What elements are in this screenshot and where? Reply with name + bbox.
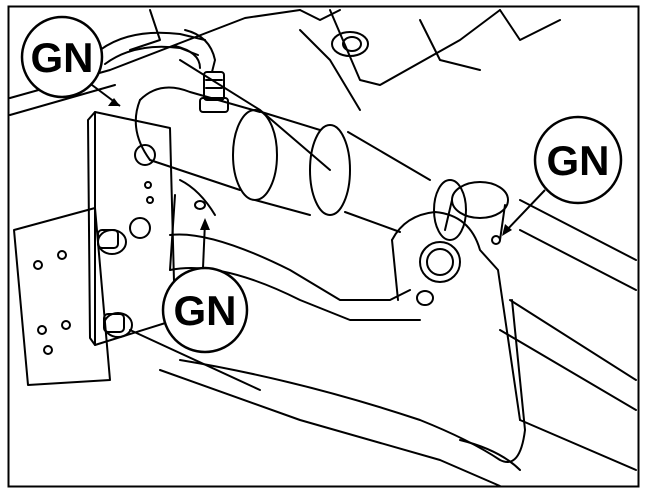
- callout-arrow-2: [200, 218, 210, 230]
- callout-label: GN: [174, 287, 237, 334]
- bracket-bolt-lower: [103, 312, 133, 338]
- figure-frame: [7, 5, 640, 488]
- swing-arm: [169, 233, 526, 471]
- callout-gn-upper-left: GN: [20, 15, 104, 99]
- upper-bolt: [331, 31, 369, 57]
- callout-arrow-1: [108, 98, 120, 106]
- callout-label: GN: [31, 34, 94, 81]
- hydraulic-cylinder-barrel: [134, 86, 467, 241]
- cylinder-pivot-pin: [169, 179, 216, 271]
- bracket-bolt-upper: [97, 229, 127, 255]
- hydraulic-hose: [99, 29, 216, 73]
- clevis-plate: [391, 211, 521, 421]
- callout-label: GN: [547, 137, 610, 184]
- mounting-plate: [13, 207, 111, 386]
- cylinder-rod-pin: [444, 181, 509, 245]
- callout-gn-lower-center: GN: [161, 266, 249, 354]
- callout-leader-3: [504, 189, 546, 233]
- callout-gn-right: GN: [533, 115, 623, 205]
- chassis-beam: [9, 9, 637, 487]
- callout-arrow-3: [502, 224, 512, 236]
